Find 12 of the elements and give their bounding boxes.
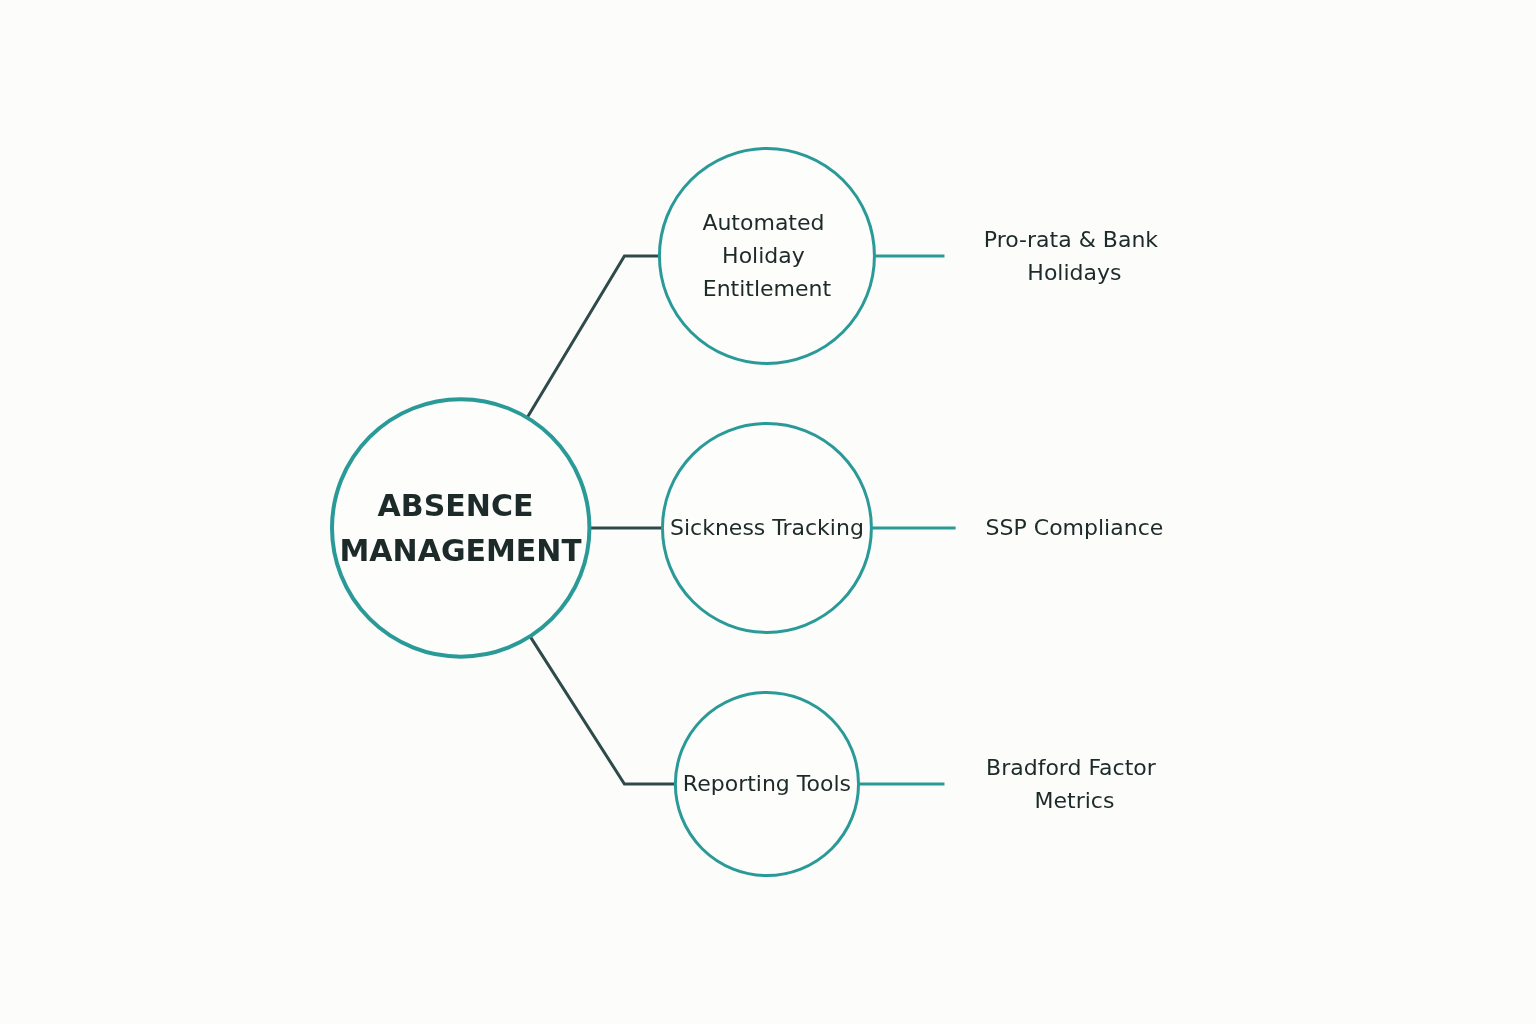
node-circle: ABSENCE MANAGEMENT [329, 397, 592, 659]
connector [858, 782, 945, 786]
node-circle: Automated Holiday Entitlement [657, 147, 876, 365]
node-text: Pro-rata & Bank Holidays [983, 226, 1158, 285]
connector [528, 635, 676, 786]
node-circle: Sickness Tracking [660, 422, 873, 634]
connector [871, 526, 956, 530]
node-text: SSP Compliance [985, 515, 1164, 541]
connector [874, 254, 945, 258]
connector [525, 254, 660, 419]
node-text: Bradford Factor Metrics [985, 754, 1156, 813]
node-circle: Reporting Tools [673, 690, 860, 877]
